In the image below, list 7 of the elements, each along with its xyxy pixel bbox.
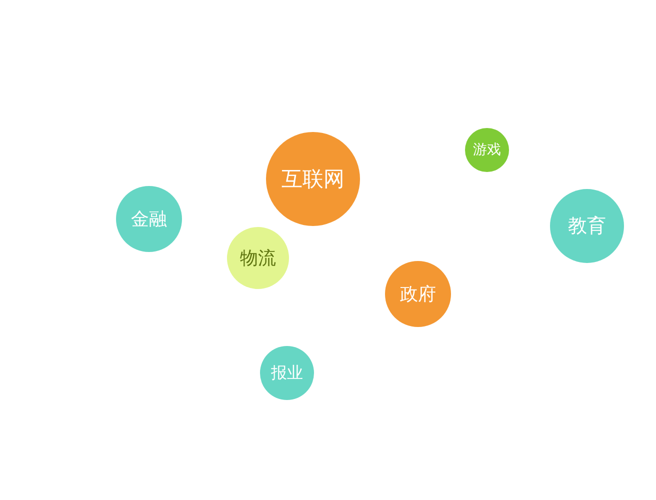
topic-bubble: 游戏	[465, 128, 509, 172]
topic-bubble: 金融	[116, 186, 182, 252]
topic-bubble: 物流	[227, 227, 289, 289]
topic-bubble: 教育	[550, 189, 624, 263]
topic-bubble: 报业	[260, 346, 314, 400]
topic-bubble: 互联网	[266, 132, 360, 226]
topic-bubble: 政府	[385, 261, 451, 327]
